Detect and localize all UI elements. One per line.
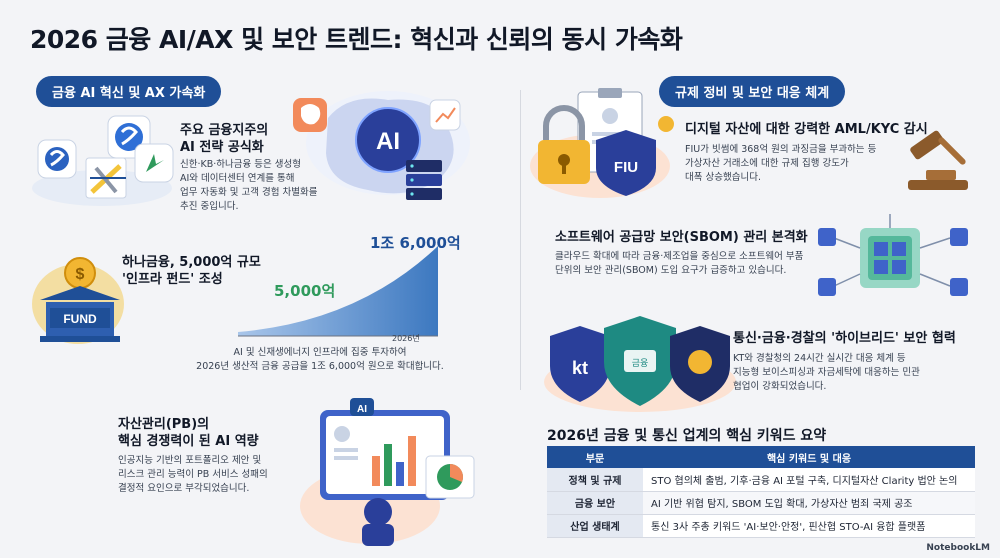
block-sbom-body: 클라우드 확대에 따라 금융·제조업을 중심으로 소프트웨어 부품 단위의 보안… bbox=[555, 250, 803, 278]
table-cell-value: 통신 3사 주총 키워드 'AI·보안·안정', 핀산협 STO-AI 융합 플… bbox=[643, 514, 975, 538]
body-line: 2026년 생산적 금융 공급을 1조 6,000억 원으로 확대합니다. bbox=[196, 361, 444, 372]
page-title: 2026 금융 AI/AX 및 보안 트렌드: 혁신과 신뢰의 동시 가속화 bbox=[30, 25, 683, 54]
body-line: 업무 자동화 및 고객 경험 차별화를 bbox=[180, 187, 318, 198]
block-pb-title: 자산관리(PB)의 핵심 경쟁력이 된 AI 역량 bbox=[118, 416, 259, 450]
fund-label: FUND bbox=[63, 312, 97, 326]
section-heading-ai: 금융 AI 혁신 및 AX 가속화 bbox=[36, 76, 222, 107]
body-line: 가상자산 거래소에 대한 규제 집행 강도가 bbox=[685, 158, 849, 169]
body-line: 클라우드 확대에 따라 금융·제조업을 중심으로 소프트웨어 부품 bbox=[555, 251, 804, 262]
block-fund-title-line1: 하나금융, 5,000억 규모 bbox=[122, 255, 261, 270]
block-fund-title: 하나금융, 5,000억 규모 '인프라 펀드' 조성 bbox=[122, 254, 261, 288]
table-row: 정책 및 규제 STO 협의체 출범, 기후·금융 AI 포털 구축, 디지털자… bbox=[547, 468, 975, 492]
block-ai-strategy-title: 주요 금융지주의 AI 전략 공식화 bbox=[180, 122, 268, 156]
pb-dashboard-illustration: AI bbox=[300, 398, 475, 546]
keyword-table-title: 2026년 금융 및 통신 업계의 핵심 키워드 요약 bbox=[547, 428, 827, 444]
body-line: 대폭 상승했습니다. bbox=[685, 172, 761, 183]
body-line: 신한·KB·하나금융 등은 생성형 bbox=[180, 159, 301, 170]
body-line: 인공지능 기반의 포트폴리오 제안 및 bbox=[118, 455, 262, 466]
body-line: 지능형 보이스피싱과 자금세탁에 대응하는 민관 bbox=[733, 367, 920, 378]
aml-lock-illustration: FIU bbox=[530, 88, 674, 198]
ai-brain-illustration: AI bbox=[293, 91, 470, 200]
hybrid-shields-illustration: kt 금융 bbox=[544, 316, 736, 412]
body-line: AI 및 신재생에너지 인프라에 집중 투자하여 bbox=[233, 347, 407, 358]
block-fund-title-line2: '인프라 펀드' 조성 bbox=[122, 272, 223, 287]
bank-logos-illustration bbox=[32, 115, 174, 206]
chart-label-start: 5,000억 bbox=[274, 282, 336, 300]
table-header-keywords: 핵심 키워드 및 대응 bbox=[643, 446, 975, 468]
table-cell-category: 정책 및 규제 bbox=[547, 468, 643, 492]
block-pb-title-line1: 자산관리(PB)의 bbox=[118, 417, 210, 432]
block-pb-title-line2: 핵심 경쟁력이 된 AI 역량 bbox=[118, 434, 259, 449]
block-ai-strategy-title-line1: 주요 금융지주의 bbox=[180, 123, 269, 138]
fiu-badge-label: FIU bbox=[614, 159, 638, 176]
body-line: 추진 중입니다. bbox=[180, 201, 239, 212]
body-line: FIU가 빗썸에 368억 원의 과징금을 부과하는 등 bbox=[685, 144, 877, 155]
chart-x-label: 2026년 bbox=[392, 334, 420, 343]
body-line: 협업이 강화되었습니다. bbox=[733, 381, 827, 392]
fund-growth-chart bbox=[238, 246, 438, 337]
section-heading-security: 규제 정비 및 보안 대응 체계 bbox=[659, 76, 846, 107]
block-ai-strategy-body: 신한·KB·하나금융 등은 생성형 AI와 데이터센터 연계를 통해 업무 자동… bbox=[180, 158, 317, 214]
credit-label: NotebookLM bbox=[926, 543, 990, 553]
chart-label-end: 1조 6,000억 bbox=[370, 234, 461, 252]
finance-shield-label: 금융 bbox=[632, 358, 649, 369]
section-divider bbox=[520, 90, 521, 390]
body-line: 리스크 관리 능력이 PB 서비스 성패의 bbox=[118, 469, 268, 480]
block-aml-body: FIU가 빗썸에 368억 원의 과징금을 부과하는 등 가상자산 거래소에 대… bbox=[685, 143, 876, 185]
table-cell-value: STO 협의체 출범, 기후·금융 AI 포털 구축, 디지털자산 Clarit… bbox=[643, 468, 975, 492]
table-cell-category: 산업 생태계 bbox=[547, 514, 643, 538]
kt-shield-label: kt bbox=[572, 358, 588, 378]
body-line: 단위의 보안 관리(SBOM) 도입 요구가 급증하고 있습니다. bbox=[555, 265, 787, 276]
block-hybrid-body: KT와 경찰청의 24시간 실시간 대응 체계 등 지능형 보이스피싱과 자금세… bbox=[733, 352, 920, 394]
svg-text:$: $ bbox=[76, 266, 85, 283]
keyword-table: 부문 핵심 키워드 및 대응 정책 및 규제 STO 협의체 출범, 기후·금융… bbox=[547, 446, 975, 538]
table-header-row: 부문 핵심 키워드 및 대응 bbox=[547, 446, 975, 468]
body-line: KT와 경찰청의 24시간 실시간 대응 체계 등 bbox=[733, 353, 906, 364]
body-line: AI와 데이터센터 연계를 통해 bbox=[180, 173, 295, 184]
fund-building-illustration: $ FUND bbox=[32, 257, 124, 344]
pb-ai-label: AI bbox=[357, 404, 367, 415]
gavel-icon bbox=[908, 130, 968, 190]
block-fund-body: AI 및 신재생에너지 인프라에 집중 투자하여 2026년 생산적 금융 공급… bbox=[180, 346, 460, 374]
table-row: 산업 생태계 통신 3사 주총 키워드 'AI·보안·안정', 핀산협 STO-… bbox=[547, 514, 975, 538]
sbom-cubes-illustration bbox=[818, 214, 968, 296]
table-cell-category: 금융 보안 bbox=[547, 491, 643, 515]
table-cell-value: AI 기반 위협 탐지, SBOM 도입 확대, 가상자산 범죄 국제 공조 bbox=[643, 491, 975, 515]
block-ai-strategy-title-line2: AI 전략 공식화 bbox=[180, 140, 264, 155]
block-sbom-title: 소프트웨어 공급망 보안(SBOM) 관리 본격화 bbox=[555, 230, 808, 245]
chart-area-series bbox=[238, 246, 438, 336]
block-aml-title: 디지털 자산에 대한 강력한 AML/KYC 감시 bbox=[685, 122, 928, 137]
table-row: 금융 보안 AI 기반 위협 탐지, SBOM 도입 확대, 가상자산 범죄 국… bbox=[547, 491, 975, 515]
table-header-category: 부문 bbox=[547, 446, 643, 468]
block-pb-body: 인공지능 기반의 포트폴리오 제안 및 리스크 관리 능력이 PB 서비스 성패… bbox=[118, 454, 268, 496]
ai-brain-label: AI bbox=[376, 128, 400, 155]
block-hybrid-title: 통신·금융·경찰의 '하이브리드' 보안 협력 bbox=[733, 331, 956, 346]
body-line: 결정적 요인으로 부각되었습니다. bbox=[118, 483, 250, 494]
